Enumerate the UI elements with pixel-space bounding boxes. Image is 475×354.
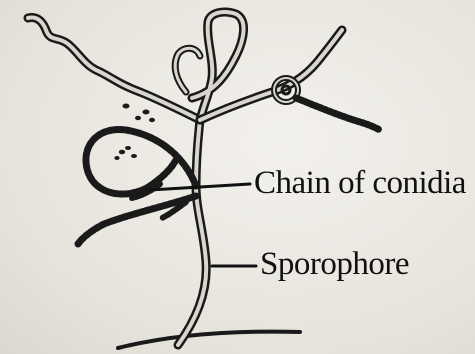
left-spiral-conidia	[78, 130, 196, 244]
label-chain-of-conidia: Chain of conidia	[254, 167, 466, 200]
inner-curl-hypha	[175, 48, 200, 92]
substrate-line	[118, 332, 300, 348]
label-sporophore: Sporophore	[260, 248, 409, 281]
sporophore-stalk	[178, 120, 206, 345]
